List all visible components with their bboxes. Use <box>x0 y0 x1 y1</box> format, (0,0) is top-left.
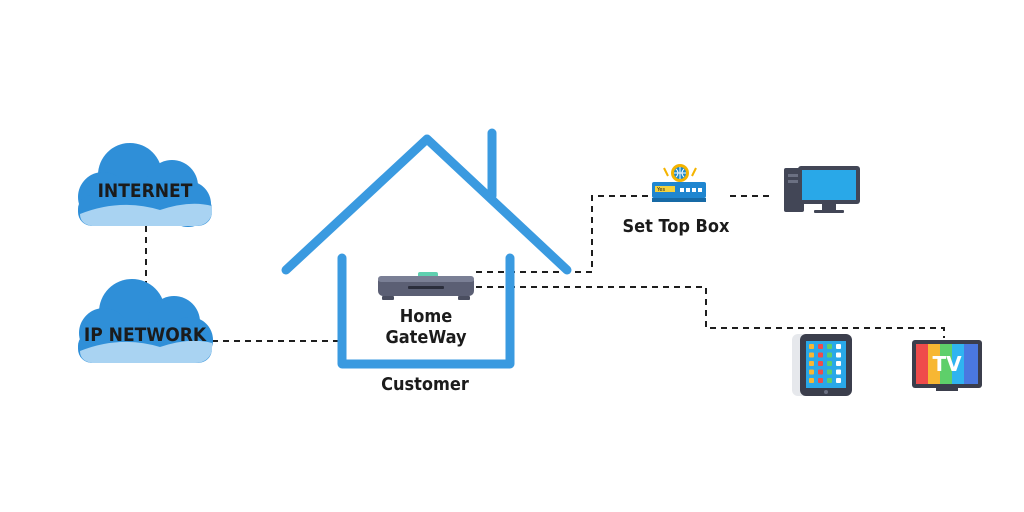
tablet-app-tile <box>827 361 832 366</box>
set-top-box-panel-text: Yes <box>656 187 665 193</box>
gateway-settopbox-link <box>476 195 652 273</box>
tablet-app-tile <box>818 378 823 383</box>
tablet-app-tile <box>836 344 841 349</box>
tablet-app-tile <box>827 369 832 375</box>
home-gateway-label-line1: Home <box>400 306 453 327</box>
tablet-app-tile <box>809 369 814 375</box>
tablet-app-tile <box>836 361 841 366</box>
tablet-app-tile <box>818 369 823 375</box>
home-gateway-label-line2: GateWay <box>385 327 467 348</box>
home-gateway-device <box>378 272 474 300</box>
set-top-box-icon: Yes <box>652 164 706 202</box>
ip-network-cloud: IP NETWORK <box>78 279 213 363</box>
customer-label: Customer <box>381 374 469 395</box>
tablet-app-tile <box>836 369 841 375</box>
tablet-app-tile <box>827 378 832 383</box>
tablet-icon <box>792 334 852 396</box>
tablet-app-tile <box>809 378 814 383</box>
internet-cloud: INTERNET <box>78 143 212 227</box>
desktop-computer-icon <box>784 166 860 213</box>
internet-label: INTERNET <box>98 180 193 202</box>
tablet-app-tile <box>809 361 814 366</box>
tablet-app-tile <box>809 352 814 358</box>
set-top-box-label: Set Top Box <box>623 216 731 237</box>
tablet-app-tile <box>818 361 823 366</box>
tablet-app-tile <box>836 378 841 383</box>
tv-icon: TV <box>912 340 982 391</box>
tablet-app-tile <box>818 344 823 349</box>
tablet-app-tile <box>809 344 814 349</box>
tablet-app-tile <box>827 352 832 358</box>
tablet-app-tile <box>818 352 823 358</box>
tv-label: TV <box>932 352 962 376</box>
gateway-devices-link <box>476 286 945 338</box>
connections <box>145 195 945 342</box>
ip-network-label: IP NETWORK <box>84 324 207 346</box>
tablet-app-tile <box>836 352 841 358</box>
tablet-app-tile <box>827 344 832 349</box>
house-outline <box>281 128 572 369</box>
